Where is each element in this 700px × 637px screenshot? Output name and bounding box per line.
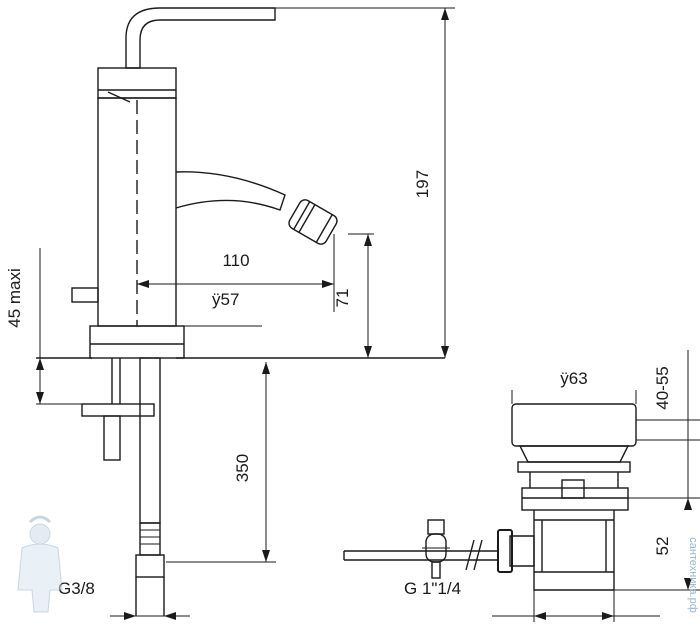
faucet-drawing bbox=[36, 7, 445, 616]
base-flange bbox=[89, 325, 185, 359]
dim-waste-thread: G 1"1/4 bbox=[404, 579, 461, 598]
waste-fitting-drawing bbox=[343, 403, 637, 591]
waste-plug bbox=[511, 403, 637, 447]
popup-rod bbox=[71, 287, 99, 303]
dim-reach: 110 bbox=[222, 251, 249, 270]
dim-base-diameter: ÿ57 bbox=[212, 290, 239, 309]
dim-height-total: 197 bbox=[413, 170, 432, 198]
dim-waste-height-body: 52 bbox=[653, 537, 672, 556]
faucet-dimensions: 197 110 ÿ57 71 45 maxi 350 G3/8 bbox=[5, 7, 455, 620]
dim-deck-thickness: 45 maxi bbox=[5, 268, 24, 328]
faucet-spout bbox=[175, 171, 286, 211]
watermark-text: сантехника.рф bbox=[687, 537, 699, 613]
waste-dimensions: ÿ63 40-55 52 G 1"1/4 bbox=[404, 350, 700, 622]
aerator bbox=[288, 199, 338, 245]
faucet-lever bbox=[125, 7, 276, 69]
inlet-connector bbox=[139, 522, 161, 556]
dim-tail-length: 350 bbox=[233, 454, 252, 482]
dim-waste-height-top: 40-55 bbox=[653, 366, 672, 409]
waste-body bbox=[521, 487, 629, 511]
plumber-mascot-logo bbox=[17, 515, 63, 613]
mounting-stem bbox=[139, 357, 161, 524]
fixing-plate bbox=[81, 403, 155, 417]
dim-spout-height: 71 bbox=[333, 289, 352, 308]
dim-inlet-thread: G3/8 bbox=[58, 579, 95, 598]
dim-waste-diameter: ÿ63 bbox=[560, 369, 587, 388]
